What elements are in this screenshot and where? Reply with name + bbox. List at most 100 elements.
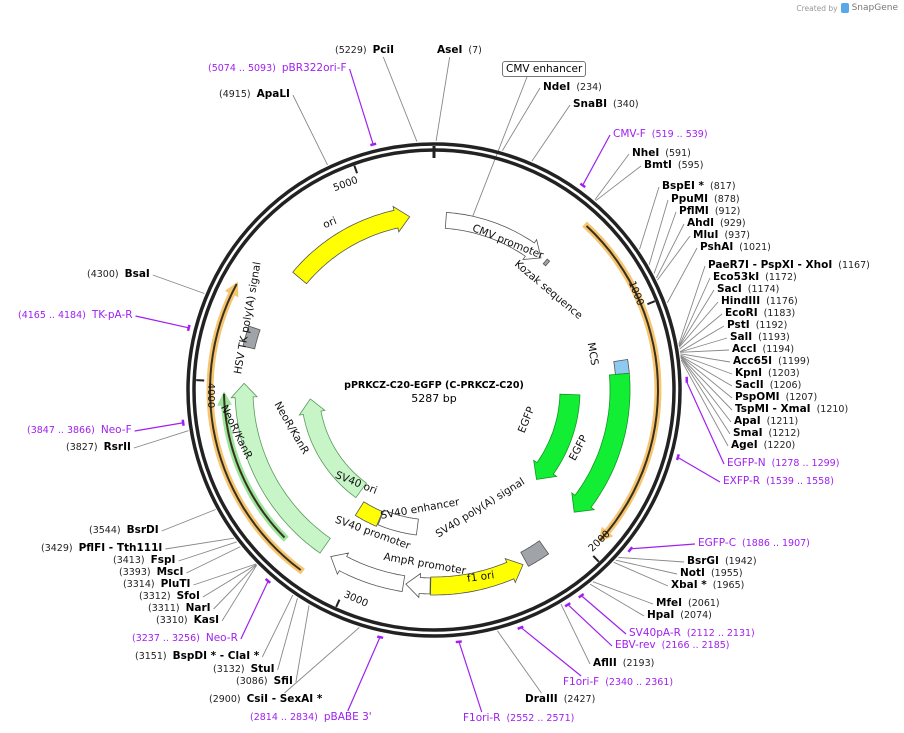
primer-label-pbr322ori-f[interactable]: (5074 .. 5093)pBR322ori-F: [208, 62, 347, 75]
leader-line: [680, 357, 731, 435]
site-label-ahdi[interactable]: AhdI(929): [687, 217, 746, 230]
site-label-aflii[interactable]: AflII(2193): [593, 657, 654, 670]
leader-line: [678, 289, 715, 347]
site-label-psti[interactable]: PstI(1192): [727, 319, 787, 332]
site-position: (1278 .. 1299): [771, 458, 840, 469]
leader-line: [382, 56, 418, 142]
primer-label-pbabe-3[interactable]: (2814 .. 2834)pBABE 3': [250, 711, 372, 724]
site-name: NotI: [680, 567, 705, 579]
site-label-apali[interactable]: (4915)ApaLI: [219, 88, 290, 101]
primer-label-sv40pa-r[interactable]: SV40pA-R(2112 .. 2131): [629, 627, 755, 640]
site-label-fspi[interactable]: (3413)FspI: [113, 554, 175, 567]
site-label-xbai[interactable]: XbaI *(1965): [671, 579, 744, 592]
site-label-sacii[interactable]: SacII(1206): [735, 379, 801, 392]
site-label-msci[interactable]: (3393)MscI: [119, 566, 183, 579]
leader-line: [655, 223, 685, 279]
leader-line: [589, 583, 645, 617]
site-label-agei[interactable]: AgeI(1220): [731, 439, 795, 452]
site-label-ecori[interactable]: EcoRI(1183): [725, 307, 795, 320]
site-position: (1167): [838, 260, 870, 271]
site-position: (1172): [765, 272, 797, 283]
site-name: EcoRI: [725, 307, 758, 319]
primer-marks: [181, 142, 689, 644]
leader-line: [531, 104, 571, 162]
leader-line: [213, 564, 257, 610]
site-label-kasi[interactable]: (3310)KasI: [156, 614, 219, 627]
primer-label-f1ori-r[interactable]: F1ori-R(2552 .. 2571): [463, 712, 574, 725]
leader-line: [161, 509, 216, 532]
site-label-stui[interactable]: (3132)StuI: [213, 663, 275, 676]
site-label-nhei[interactable]: NheI(591): [632, 147, 691, 160]
primer-label-egfp-n[interactable]: EGFP-N(1278 .. 1299): [727, 457, 839, 470]
primer-label-cmv-f[interactable]: CMV-F(519 .. 539): [613, 128, 708, 141]
site-label-snabi[interactable]: SnaBI(340): [573, 98, 639, 111]
site-name: PluTI: [160, 578, 191, 590]
site-label-pluti[interactable]: (3314) PluTI: [123, 578, 190, 591]
leader-line: [639, 186, 660, 250]
feature-callout-cmv-enhancer[interactable]: CMV enhancer: [502, 61, 587, 77]
site-label-saci[interactable]: SacI(1174): [717, 283, 779, 296]
ruler-tick: [647, 300, 656, 306]
site-label-pflmi[interactable]: PflMI(912): [679, 205, 740, 218]
site-label-pspomi[interactable]: PspOMI(1207): [735, 391, 817, 404]
site-position: (3314): [123, 579, 155, 590]
primer-mark: [517, 625, 524, 630]
site-name: AhdI: [687, 217, 715, 229]
leader-line: [676, 456, 721, 483]
primer-mark: [564, 602, 571, 608]
site-label-bmti[interactable]: BmtI(595): [644, 159, 703, 172]
site-label-bsrdi[interactable]: (3544)BsrDI: [89, 524, 159, 537]
site-position: (7): [468, 45, 482, 56]
site-position: (3237 .. 3256): [132, 633, 200, 644]
site-label-tspmi-xmai[interactable]: TspMI - XmaI(1210): [735, 403, 848, 416]
primer-mark: [370, 142, 377, 147]
site-name: AccI: [732, 343, 757, 355]
site-label-draiii[interactable]: DraIII(2427): [525, 693, 595, 706]
site-label-mfei[interactable]: MfeI(2061): [656, 597, 720, 610]
primer-label-f1ori-f[interactable]: F1ori-F(2340 .. 2361): [563, 676, 673, 689]
feature-sv40-ori: [354, 501, 384, 527]
site-label-mlui[interactable]: MluI(937): [693, 229, 750, 242]
site-label-kpni[interactable]: KpnI(1203): [735, 367, 800, 380]
site-label-ppumi[interactable]: PpuMI(878): [671, 193, 740, 206]
site-label-pshai[interactable]: PshAI(1021): [700, 241, 771, 254]
site-label-csii-sexai[interactable]: (2900)CsiI - SexAI *: [209, 693, 322, 706]
leader-line: [261, 594, 294, 658]
primer-label-tk-pa-r[interactable]: (4165 .. 4184)TK-pA-R: [18, 309, 133, 322]
primer-label-ebv-rev[interactable]: EBV-rev(2166 .. 2185): [615, 639, 730, 652]
site-label-paer7i-pspxi-xhoi[interactable]: PaeR7I - PspXI - XhoI(1167): [708, 259, 870, 272]
site-label-acc65i[interactable]: Acc65I(1199): [733, 355, 810, 368]
site-label-sfoi[interactable]: (3312)SfoI: [139, 590, 200, 603]
primer-label-egfp-c[interactable]: EGFP-C(1886 .. 1907): [698, 537, 810, 550]
site-label-rsrii[interactable]: (3827)RsrII: [66, 441, 131, 454]
site-label-hpai[interactable]: HpaI(2074): [647, 609, 712, 622]
site-label-bspdi-clai[interactable]: (3151)BspDI * - ClaI *: [135, 650, 259, 663]
snapgene-credit: Created by SnapGene: [796, 3, 898, 13]
site-position: (2814 .. 2834): [250, 712, 318, 723]
site-label-bsrgi[interactable]: BsrGI(1942): [687, 555, 757, 568]
primer-mark: [186, 324, 191, 332]
site-label-pcii[interactable]: (5229)PciI: [335, 44, 394, 57]
site-label-acci[interactable]: AccI(1194): [732, 343, 794, 356]
site-label-sfii[interactable]: (3086)SfiI: [236, 675, 293, 688]
leader-line: [678, 277, 711, 347]
primer-label-neo-f[interactable]: (3847 .. 3866)Neo-F: [27, 424, 132, 437]
primer-label-neo-r[interactable]: (3237 .. 3256)Neo-R: [132, 632, 238, 645]
site-label-ndei[interactable]: NdeI(234): [543, 81, 602, 94]
site-label-nari[interactable]: (3311)NarI: [148, 602, 211, 615]
site-label-asei[interactable]: AseI(7): [437, 44, 482, 57]
site-position: (234): [576, 82, 602, 93]
site-label-smai[interactable]: SmaI(1212): [733, 427, 800, 440]
primer-label-exfp-r[interactable]: EXFP-R(1539 .. 1558): [723, 475, 834, 488]
site-label-noti[interactable]: NotI(1955): [680, 567, 743, 580]
site-label-sali[interactable]: SalI(1193): [730, 331, 790, 344]
site-label-bsai[interactable]: (4300)BsaI: [87, 268, 150, 281]
site-label-hindiii[interactable]: HindIII(1176): [721, 295, 798, 308]
plasmid-length: 5287 bp: [411, 392, 457, 405]
feature-neor-kanr: [298, 398, 367, 499]
site-label-pflfi-tth111i[interactable]: (3429)PflFI - Tth111I: [41, 542, 162, 555]
site-label-apai[interactable]: ApaI(1211): [734, 415, 798, 428]
site-label-bspei[interactable]: BspEI *(817): [662, 180, 736, 193]
site-label-eco53ki[interactable]: Eco53kI(1172): [713, 271, 797, 284]
